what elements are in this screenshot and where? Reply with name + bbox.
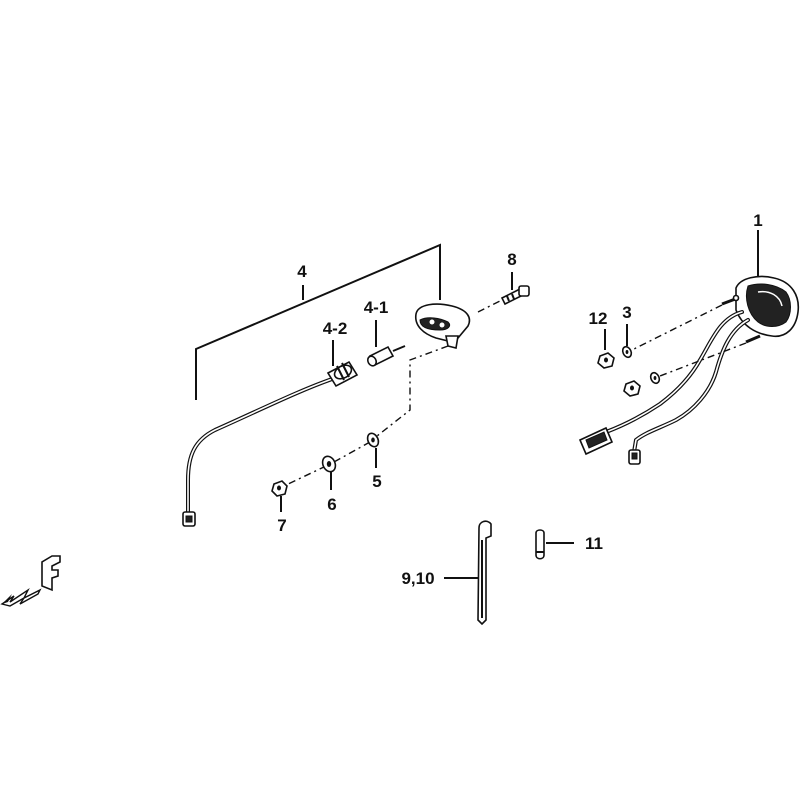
front-direction-marker: F (0, 555, 61, 607)
group-4-bracket (195, 243, 441, 400)
callout-4-1: 4-1 (364, 298, 389, 317)
part-7-nut (271, 480, 288, 497)
part-11-pin (535, 529, 545, 560)
part-3-washer-upper (621, 345, 633, 359)
callout-8: 8 (507, 250, 516, 269)
part-1-tail-lamp (578, 275, 800, 465)
callout-9-10: 9,10 (401, 569, 434, 588)
cable-assembly (182, 360, 359, 527)
callout-12: 12 (589, 309, 608, 328)
assembly-lines-left (283, 299, 503, 487)
part-6-lock-washer (321, 455, 337, 473)
part-9-10-cable-tie (477, 520, 492, 626)
callout-6: 6 (327, 495, 336, 514)
part-4-1-bulb (366, 345, 406, 367)
part-12-nut-lower (623, 380, 641, 397)
callout-5: 5 (372, 472, 381, 491)
callout-4: 4 (297, 262, 307, 281)
callout-11: 11 (585, 534, 603, 553)
callout-3: 3 (622, 303, 631, 322)
part-12-nut-upper (597, 352, 615, 369)
part-4-lamp-housing (414, 303, 471, 349)
callout-7: 7 (277, 516, 286, 535)
callout-4-2: 4-2 (323, 319, 348, 338)
part-3-washer-lower (649, 371, 661, 385)
callout-labels: 1 3 4 4-1 4-2 5 6 7 8 9,10 11 12 (277, 211, 762, 588)
part-5-washer (366, 432, 380, 448)
part-8-bolt (500, 285, 530, 306)
callout-1: 1 (753, 211, 762, 230)
leader-lines (280, 230, 759, 579)
part-4-2-connector (326, 360, 359, 388)
assembly-lines-right (631, 304, 747, 377)
